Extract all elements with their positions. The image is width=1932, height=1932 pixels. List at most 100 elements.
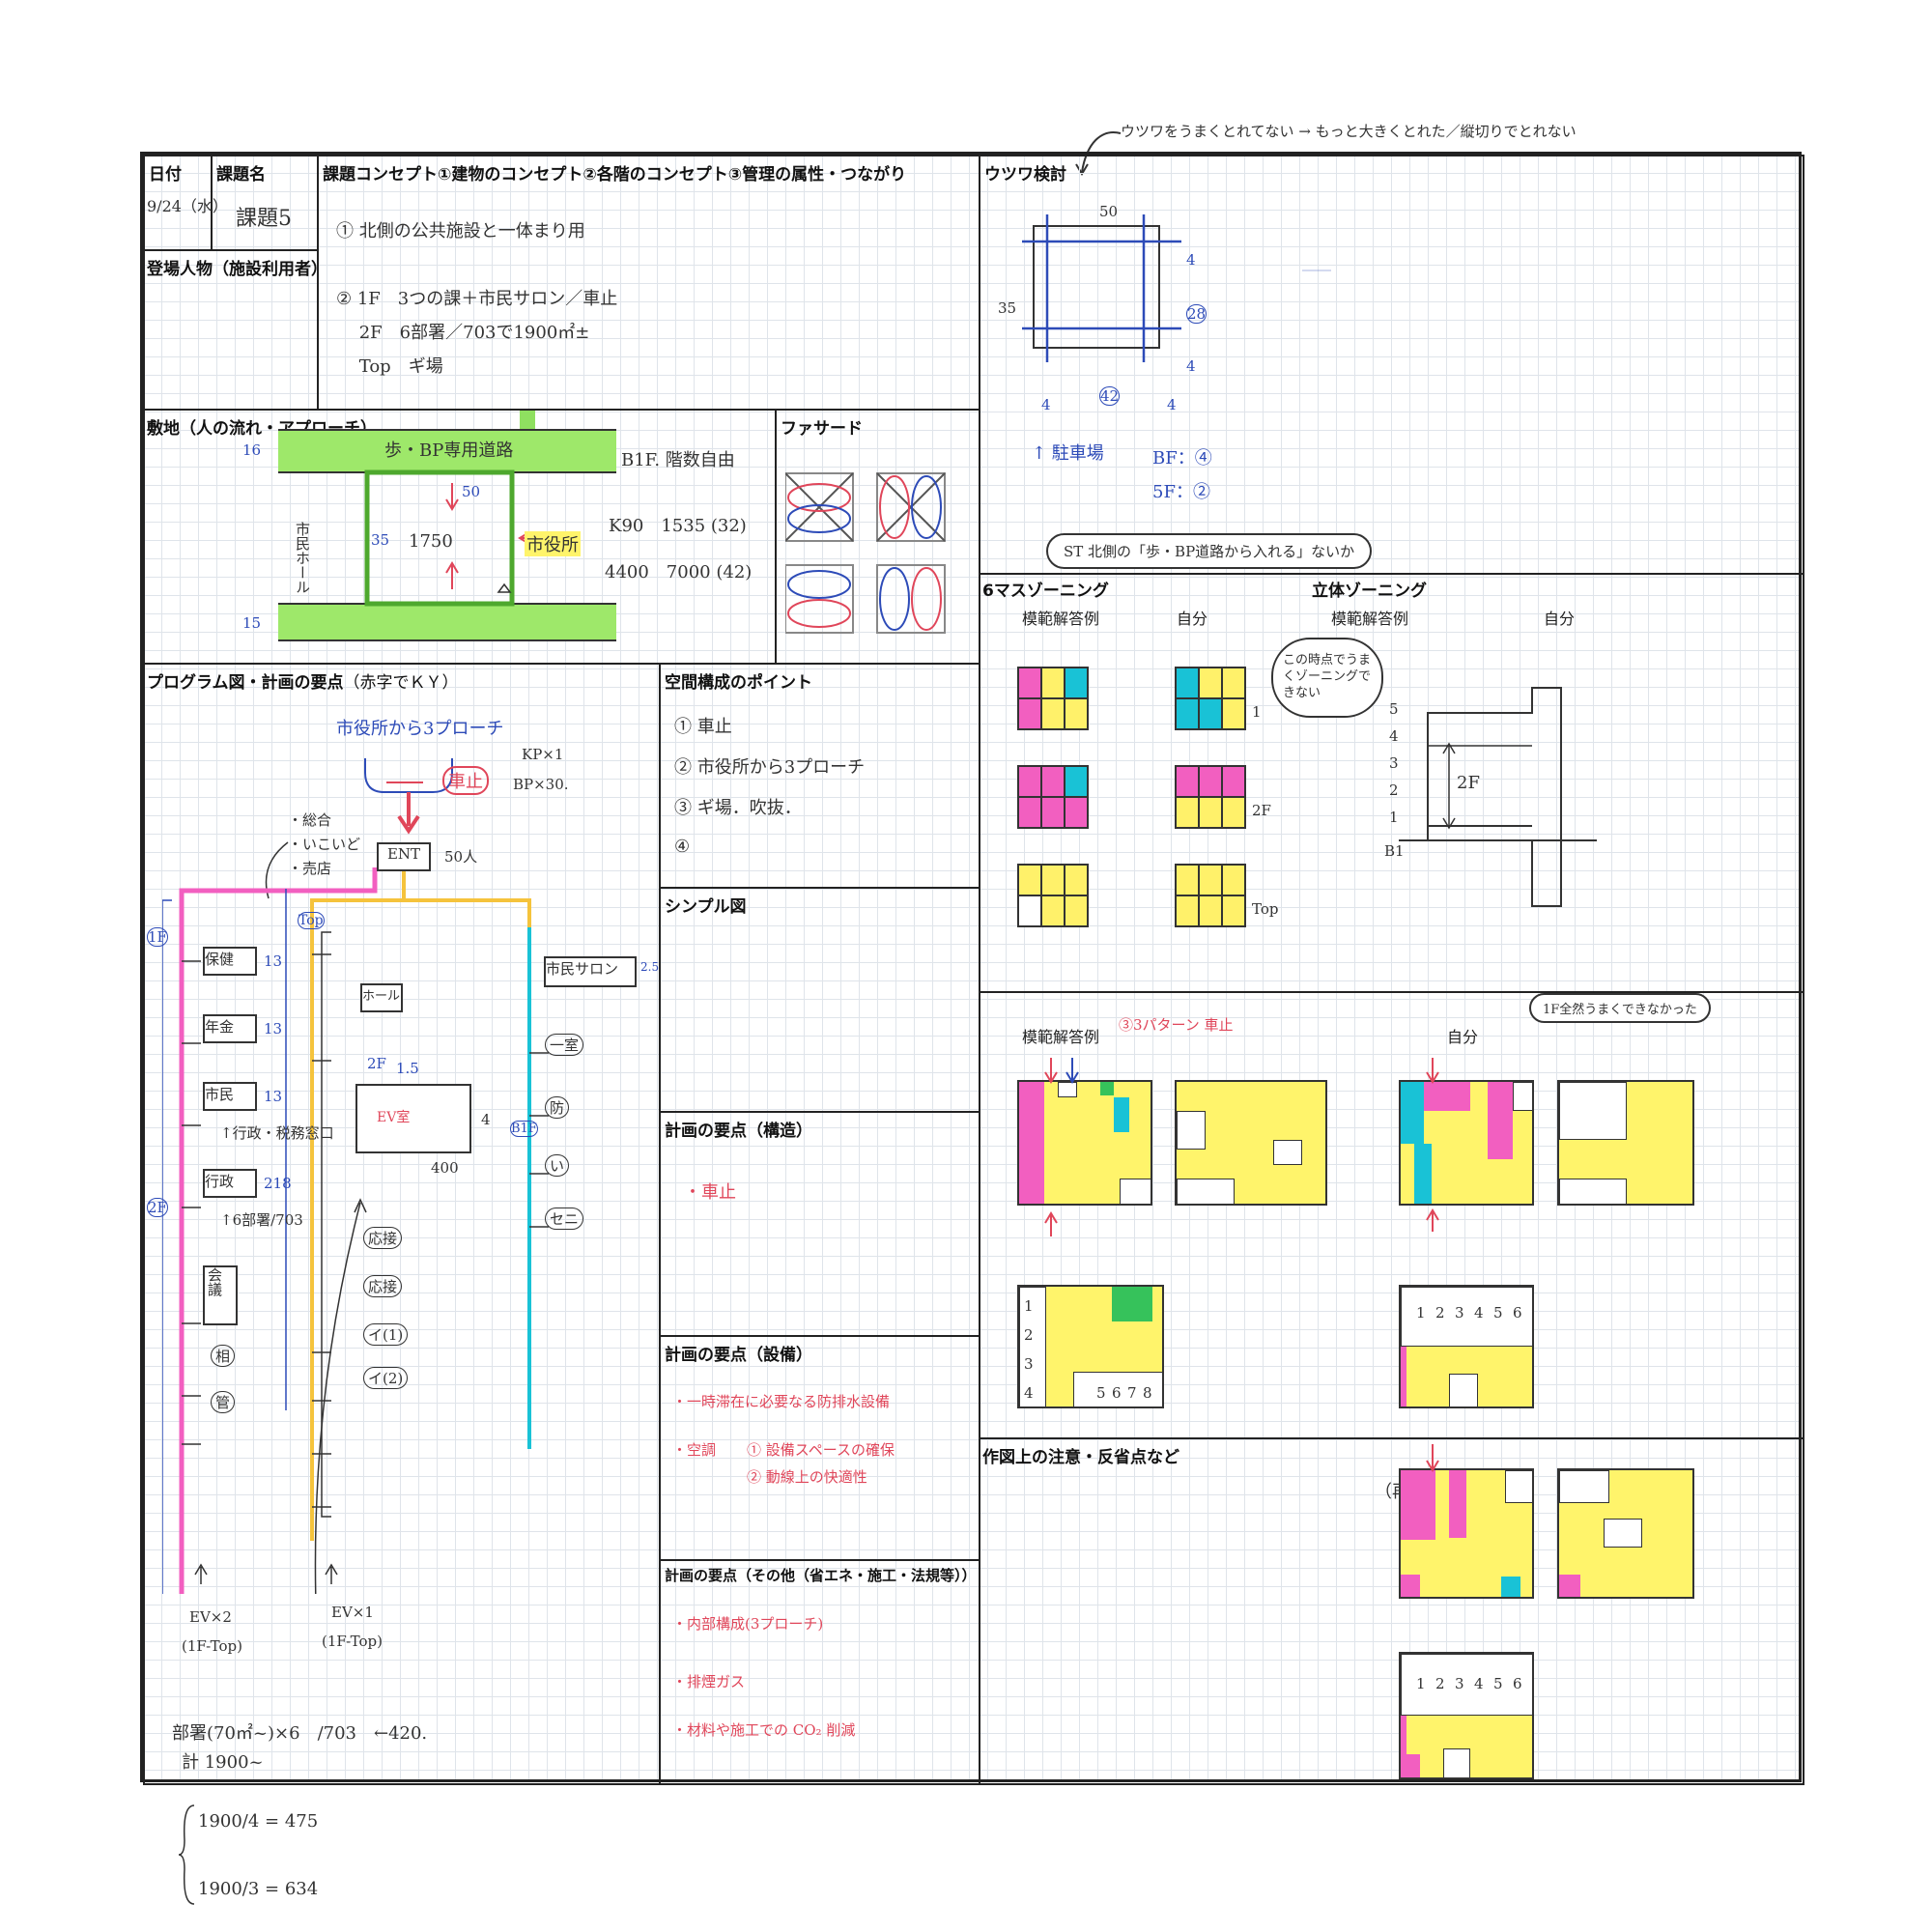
room-salon-num: 2.5 [640,960,660,974]
mine-top-num-4: 4 [1474,1304,1484,1321]
plan-num-2: 2 [1024,1326,1034,1344]
title-value: 課題5 [236,207,292,231]
notes-cell [979,1437,1804,1785]
retry-top-num-1: 1 [1416,1675,1426,1692]
room-nenkin-num: 13 [264,1020,283,1037]
simple-header: シンプル図 [665,897,747,917]
utsuwa-dim-left: 35 [998,299,1017,317]
elev-floor-4: 4 [1389,727,1399,745]
room-right-1: 一室 [545,1034,584,1056]
mine-plan-2f [1557,1080,1694,1206]
other-item-1: ・内部構成(3プローチ) [672,1615,824,1633]
program-bottom-calc: 部署(70㎡~)×6 /703 ←420. [172,1723,428,1744]
planning-sheet: 日付 課題名 課題コンセプト①建物のコンセプト②各階のコンセプト③管理の属性・つ… [140,152,1804,1785]
room-gyosei: 行政 [203,1169,257,1198]
mine-top-num-6: 6 [1513,1304,1522,1321]
space-point-1: ① 車止 [674,717,732,737]
room-hoken-label: 保健 [205,951,235,968]
site-dim-1: 16 [242,441,262,459]
site-dim-2: 35 [371,531,390,549]
program-car: 車止 [442,766,489,795]
zone-model-top [1017,864,1089,927]
site-area: 1750 [409,531,453,552]
plans-model-label: 模範解答例 [1022,1028,1100,1046]
retry-top-num-6: 6 [1513,1675,1522,1692]
room-mid-2: 応接 [363,1275,403,1297]
plan-num-7: 7 [1127,1384,1137,1402]
room-mid-1: 応接 [363,1227,403,1249]
program-f2: 2F [147,1198,168,1217]
program-ev2-range: (1F-Top) [182,1637,242,1655]
space-point-4: ④ [674,837,691,857]
plan-num-5: 5 [1096,1384,1106,1402]
site-road-north: 歩・BP専用道路 [384,440,514,461]
program-kp: KP×1 [522,746,564,763]
mine-top-num-2: 2 [1435,1304,1445,1321]
title-header: 課題名 [216,165,266,185]
program-lines [162,758,549,1594]
zone-label-two: 2F [1252,802,1271,819]
utsuwa-dim-top: 50 [1099,203,1119,220]
elev-floor-b1: B1 [1384,842,1405,860]
program-top: Top [298,912,325,929]
program-bottom-calc2: 計 1900~ [182,1752,264,1773]
room-ev: EV室 [355,1084,471,1153]
bottom-note-2: 1900/3 = 634 [198,1879,319,1899]
room-right-4: セニ [545,1208,584,1230]
plan-num-6: 6 [1112,1384,1122,1402]
utsuwa-diagram [1022,214,1331,362]
utsuwa-f4-c: 4 [1041,396,1051,413]
retry-plan-2f [1557,1468,1694,1599]
zoning-model-label: 模範解答例 [1022,610,1100,628]
model-plan-1f [1017,1080,1152,1206]
room-right-2: 防 [545,1096,570,1119]
room-nenkin-label: 年金 [205,1018,235,1036]
elev-floor-2: 2 [1389,781,1399,799]
utsuwa-f4-d: 4 [1167,396,1177,413]
room-kaigi: 会議 [203,1265,238,1325]
plans-mine-label: 自分 [1447,1028,1479,1046]
equipment-item-2: ・空調 [672,1441,717,1459]
top-note: ウツワをうまくとれてない → もっと大きくとれた／縦切りでとれない [1121,123,1577,140]
room-hoken: 保健 [203,947,257,976]
other-header: 計画の要点（その他（省エネ・施工・法規等）） [665,1567,977,1584]
space-points-header: 空間構成のポイント [665,673,812,693]
utsuwa-dim-bottom: 42 [1099,386,1121,406]
utsuwa-header: ウツワ検討 [984,165,1066,185]
room-shimin-num: 13 [264,1088,283,1105]
room-hoken-num: 13 [264,952,283,970]
mine-top-num-3: 3 [1455,1304,1464,1321]
retry-top-num-5: 5 [1493,1675,1503,1692]
zone-label-top: Top [1252,900,1279,918]
facade-sketches [785,472,946,634]
program-num4: 4 [481,1111,491,1128]
mine-top-num-1: 1 [1416,1304,1426,1321]
program-ev1: EV×1 [331,1604,374,1621]
users-header: 登場人物（施設利用者） [147,260,327,279]
program-count: 50人 [444,848,478,866]
room-mgmt: 管 [211,1391,236,1413]
notes-header: 作図上の注意・反省点など [982,1448,1179,1467]
equipment-item-3: ① 設備スペースの確保 [747,1441,895,1459]
mine-top-num-5: 5 [1493,1304,1503,1321]
zoning6-header: 6マスゾーニング [982,582,1109,601]
program-f1: 1F [147,927,168,947]
bubble-zone: この時点でうまくゾーニングできない [1271,638,1383,718]
program-approach: 市役所から3プローチ [336,719,504,739]
room-right-3: い [545,1154,570,1177]
plan-num-1: 1 [1024,1297,1034,1315]
program-side-2: ・いこいど [288,836,361,853]
zone-model-1f [1017,667,1089,730]
zone-mine-top [1175,864,1246,927]
plans-bubble: 1F全然うまくできなかった [1529,993,1711,1023]
utsuwa-bf: BF：④ [1152,448,1212,469]
zoning3d-mine-label: 自分 [1544,610,1576,628]
retry-top-num-4: 4 [1474,1675,1484,1692]
simple-cell [659,887,980,1113]
room-nenkin: 年金 [203,1014,257,1043]
room-mid-3: イ(1) [363,1323,409,1346]
date-header: 日付 [149,165,182,185]
room-hall: ホール [360,983,403,1012]
concept-line-2: ② 1F 3つの課＋市民サロン／車止 [336,289,618,309]
program-header-title: プログラム図・計画の要点 [147,673,344,693]
